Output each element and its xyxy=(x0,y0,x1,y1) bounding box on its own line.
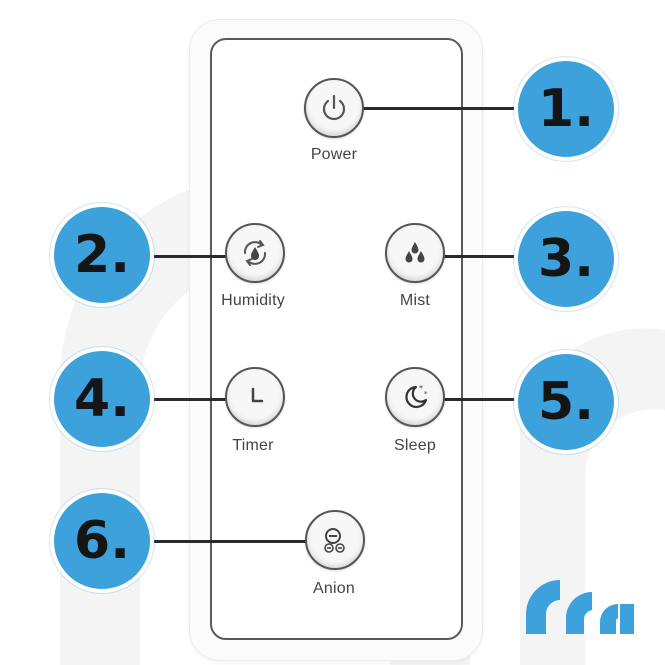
anion-connector xyxy=(150,537,314,546)
svg-text:*: * xyxy=(424,390,428,398)
humidity-connector xyxy=(150,252,239,261)
power-icon xyxy=(322,94,346,121)
timer-connector xyxy=(150,395,239,404)
timer-button[interactable] xyxy=(225,367,285,427)
badge-3: 3. xyxy=(514,207,618,311)
mist-drops-icon xyxy=(405,242,425,263)
badge-6: 6. xyxy=(50,489,154,593)
clock-icon xyxy=(251,387,264,403)
sleep-label: Sleep xyxy=(394,437,436,454)
power-button[interactable] xyxy=(304,78,364,138)
moon-stars-icon: * * xyxy=(405,384,428,409)
mist-connector xyxy=(428,252,522,261)
sleep-button[interactable]: * * xyxy=(385,367,445,427)
power-connector xyxy=(354,104,528,113)
brand-logo xyxy=(526,580,634,634)
mist-button[interactable] xyxy=(385,223,445,283)
humidity-label: Humidity xyxy=(221,292,285,309)
svg-text:*: * xyxy=(419,384,423,393)
badge-4: 4. xyxy=(50,347,154,451)
mist-label: Mist xyxy=(399,292,431,309)
power-label: Power xyxy=(310,146,358,163)
sleep-connector xyxy=(428,395,522,404)
badge-1: 1. xyxy=(514,57,618,161)
badge-5: 5. xyxy=(514,350,618,454)
humidity-cycle-icon xyxy=(243,240,267,266)
anion-icon xyxy=(324,528,345,553)
badge-2: 2. xyxy=(50,203,154,307)
timer-label: Timer xyxy=(232,437,274,454)
anion-button[interactable] xyxy=(305,510,365,570)
humidity-button[interactable] xyxy=(225,223,285,283)
anion-label: Anion xyxy=(313,580,355,597)
